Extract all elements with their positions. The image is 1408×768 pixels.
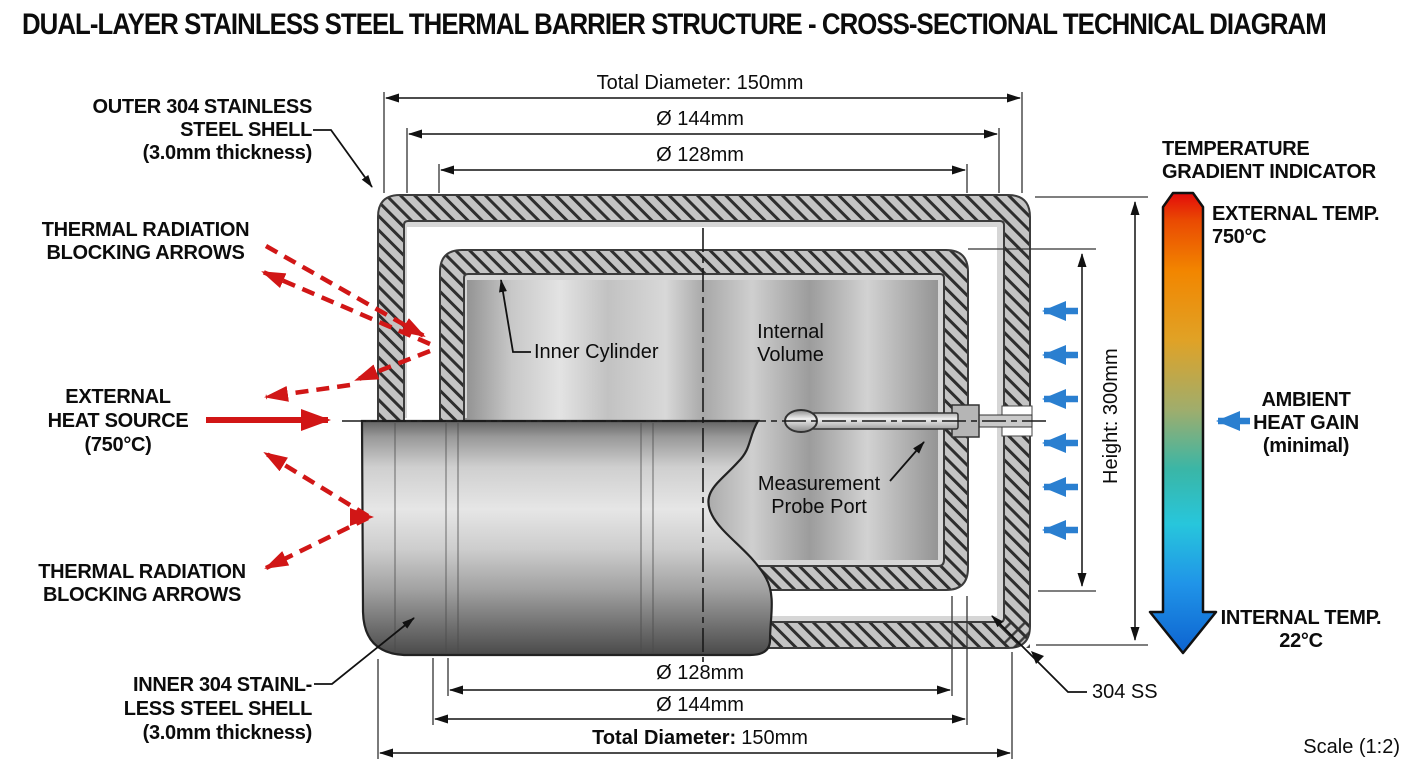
radiation-arrow-reflect-short bbox=[354, 348, 431, 383]
dim-bottom-total-value: 150mm bbox=[741, 727, 808, 749]
radiation-arrow-reflect-lower-up bbox=[263, 451, 370, 518]
thermal-bottom-label: THERMAL RADIATION BLOCKING ARROWS bbox=[28, 561, 256, 607]
ambient-heat-arrows bbox=[1042, 301, 1250, 540]
thermal-radiation-arrows bbox=[206, 244, 431, 571]
dim-bottom-total-label: Total Diameter: bbox=[592, 727, 737, 749]
height-dimension-label: Height: 300mm bbox=[1100, 348, 1122, 484]
dim-bottom-144: Ø 144mm bbox=[656, 694, 744, 716]
heat-source-line3: (750°C) bbox=[84, 434, 152, 456]
ambient-gain-line2: HEAT GAIN bbox=[1253, 412, 1359, 434]
external-temp-label: EXTERNAL TEMP. 750°C bbox=[1212, 203, 1402, 249]
inner-cylinder-label: Inner Cylinder bbox=[534, 341, 659, 363]
radiation-impact-tip bbox=[350, 508, 374, 526]
dim-top-128: Ø 128mm bbox=[656, 144, 744, 166]
external-temp-line1: EXTERNAL TEMP. bbox=[1212, 203, 1380, 225]
temperature-gradient-bar bbox=[1148, 191, 1218, 655]
probe-port-label: Measurement Probe Port bbox=[748, 473, 890, 519]
heat-source-line1: EXTERNAL bbox=[65, 386, 171, 408]
probe-port-line1: Measurement bbox=[757, 473, 881, 495]
outer-shell-label: OUTER 304 STAINLESS STEEL SHELL (3.0mm t… bbox=[55, 96, 312, 165]
material-leader bbox=[991, 615, 1087, 693]
probe-port-leader bbox=[889, 441, 925, 482]
internal-volume-line1: Internal bbox=[757, 321, 824, 343]
ambient-gain-line3: (minimal) bbox=[1262, 435, 1350, 457]
radiation-arrow-reflect-up bbox=[261, 269, 431, 347]
radiation-arrow-reflect-down bbox=[264, 382, 351, 402]
outer-shell-label-line3: (3.0mm thickness) bbox=[142, 142, 313, 164]
internal-volume-label: Internal Volume bbox=[728, 321, 853, 367]
heat-source-label: EXTERNAL HEAT SOURCE (750°C) bbox=[30, 385, 206, 457]
thermal-top-line2: BLOCKING ARROWS bbox=[46, 242, 245, 264]
internal-temp-label: INTERNAL TEMP. 22°C bbox=[1206, 607, 1396, 653]
material-label: 304 SS bbox=[1092, 681, 1158, 703]
bottom-dimension-lines bbox=[377, 596, 1013, 759]
scale-label: Scale (1:2) bbox=[1303, 736, 1400, 758]
thermal-bottom-line2: BLOCKING ARROWS bbox=[42, 584, 242, 606]
inner-cylinder-leader bbox=[499, 279, 531, 353]
internal-temp-line2: 22°C bbox=[1279, 630, 1323, 652]
thermal-bottom-line1: THERMAL RADIATION bbox=[38, 561, 246, 583]
heat-source-line2: HEAT SOURCE bbox=[47, 410, 189, 432]
temp-indicator-title-line2: GRADIENT INDICATOR bbox=[1162, 161, 1376, 183]
radiation-arrow-incoming-top bbox=[264, 244, 426, 338]
height-dimension-lines bbox=[968, 196, 1148, 646]
thermal-top-line1: THERMAL RADIATION bbox=[41, 219, 250, 241]
top-dimension-lines bbox=[383, 92, 1023, 193]
ambient-gain-line1: AMBIENT bbox=[1261, 389, 1351, 411]
dim-bottom-total: Total Diameter:150mm bbox=[430, 727, 970, 750]
inner-shell-label: INNER 304 STAINL- LESS STEEL SHELL (3.0m… bbox=[98, 673, 313, 745]
inner-shell-label-line3: (3.0mm thickness) bbox=[142, 722, 313, 744]
temp-indicator-title-line1: TEMPERATURE bbox=[1162, 138, 1310, 160]
vessel-structure bbox=[360, 194, 1033, 657]
probe-port-line2: Probe Port bbox=[771, 496, 867, 518]
ambient-gain-label: AMBIENT HEAT GAIN (minimal) bbox=[1232, 389, 1380, 458]
inner-shell-label-line2: LESS STEEL SHELL bbox=[123, 698, 313, 720]
dim-top-total: Total Diameter: 150mm bbox=[596, 72, 804, 94]
material-leader-mid-arrow bbox=[1031, 651, 1044, 664]
outer-shell-label-line1: OUTER 304 STAINLESS bbox=[92, 96, 312, 118]
internal-temp-line1: INTERNAL TEMP. bbox=[1220, 607, 1382, 629]
dim-top-144: Ø 144mm bbox=[656, 108, 744, 130]
cylinder-seam-lines bbox=[394, 423, 654, 653]
centerlines bbox=[342, 228, 1046, 662]
thermal-top-label: THERMAL RADIATION BLOCKING ARROWS bbox=[28, 219, 263, 265]
radiation-arrow-reflect-lower-down bbox=[264, 515, 369, 571]
internal-volume-line2: Volume bbox=[757, 344, 824, 366]
temp-indicator-title: TEMPERATURE GRADIENT INDICATOR bbox=[1162, 138, 1392, 184]
dim-bottom-128: Ø 128mm bbox=[656, 662, 744, 684]
inner-cylinder-side-view bbox=[360, 419, 773, 657]
page-title: DUAL-LAYER STAINLESS STEEL THERMAL BARRI… bbox=[22, 8, 1327, 41]
external-temp-line2: 750°C bbox=[1212, 226, 1267, 248]
outer-shell-leader bbox=[313, 129, 373, 188]
outer-shell-label-line2: STEEL SHELL bbox=[180, 119, 312, 141]
leader-lines bbox=[313, 129, 1087, 693]
inner-shell-leader bbox=[314, 617, 415, 685]
inner-shell-label-line1: INNER 304 STAINL- bbox=[132, 674, 312, 696]
corner-crosshatch bbox=[1004, 622, 1030, 648]
